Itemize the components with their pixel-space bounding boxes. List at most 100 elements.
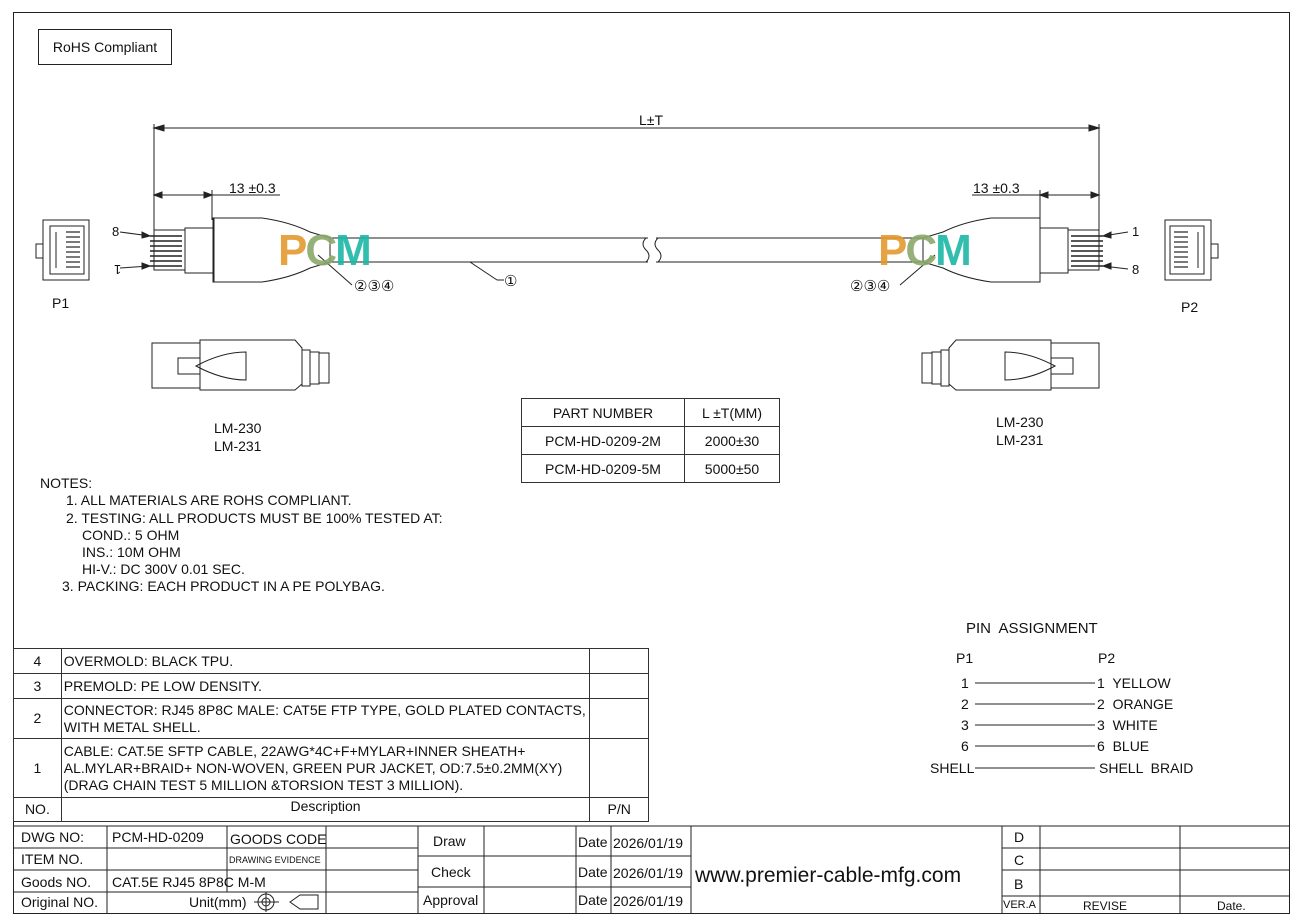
plug-p2-endview [1164,219,1219,281]
material-header-row: NO. Description P/N [13,797,649,822]
leader-left-parts [317,254,353,286]
watermark-c: C [905,226,937,275]
arrow-right [1088,124,1101,132]
material-desc: OVERMOLD: BLACK TPU. [60,648,591,674]
dwg-no-value: PCM-HD-0209 [112,829,204,845]
material-pn [589,738,649,798]
material-row: 2 CONNECTOR: RJ45 8P8C MALE: CAT5E FTP T… [13,698,649,739]
right-plug-dimension: 13 ±0.3 [973,180,1020,196]
latch-right-label-1: LM-230 [996,414,1044,430]
plug-p2-label: P2 [1181,299,1199,315]
revise-label: REVISE [1083,899,1128,913]
dim13-arrow-l2 [203,191,214,199]
part-table-row: PCM-HD-0209-5M 5000±50 [521,454,780,483]
version-label: VER.A [1003,899,1037,911]
pin-right: 2 ORANGE [1097,696,1174,712]
callout-cable: ① [504,273,518,290]
material-pn [589,698,649,739]
materials-table: 4 OVERMOLD: BLACK TPU. 3 PREMOLD: PE LOW… [13,648,649,822]
pin-left: SHELL [930,760,975,776]
note-line: COND.: 5 OHM [82,527,180,543]
cable-body [330,237,923,263]
note-line: 2. TESTING: ALL PRODUCTS MUST BE 100% TE… [66,510,443,526]
pin8-arrow-left [141,231,152,239]
rohs-badge: RoHS Compliant [38,29,172,65]
watermark-c: C [305,226,337,275]
approval-date: 2026/01/19 [613,893,684,909]
pcm-watermark-left: PCM [278,226,372,276]
material-desc: CONNECTOR: RJ45 8P8C MALE: CAT5E FTP TYP… [60,698,591,739]
part-number-cell: PCM-HD-0209-5M [521,454,685,483]
pin-assignment-title: PIN ASSIGNMENT [966,620,1098,637]
note-line: HI-V.: DC 300V 0.01 SEC. [82,561,245,577]
pcm-watermark-right: PCM [878,226,972,276]
material-desc: PREMOLD: PE LOW DENSITY. [60,673,591,699]
plug-p1-endview [35,219,90,281]
pin-left: 3 [961,717,969,733]
original-no-label: Original NO. [21,894,99,910]
pin1-arrow-left [141,262,152,270]
draw-date: 2026/01/19 [613,835,684,851]
material-no: 2 [13,698,62,739]
material-row: 4 OVERMOLD: BLACK TPU. [13,648,649,674]
material-header-no: NO. [13,797,62,822]
pin-assignment-p1-header: P1 [956,650,974,666]
leader-right-parts [899,254,936,286]
pin-right: 1 YELLOW [1097,675,1171,691]
part-number-header: PART NUMBER [521,398,685,427]
drawing-frame [13,12,1290,914]
part-number-cell: PCM-HD-0209-2M [521,426,685,455]
dim13-arrow-l1 [152,191,163,199]
material-pn [589,648,649,674]
length-header: L ±T(MM) [684,398,780,427]
revision-letter: B [1014,876,1024,892]
draw-label: Draw [433,833,466,849]
pin8-arrow-right [1101,262,1112,270]
pin-right: 6 BLUE [1097,738,1150,754]
date-label: Date [578,864,608,880]
pin-left: 2 [961,696,969,712]
unit-label: Unit(mm) [189,894,247,910]
watermark-m: M [335,226,372,275]
material-row: 1 CABLE: CAT.5E SFTP CABLE, 22AWG*4C+F+M… [13,738,649,798]
latch-view-right [921,339,1100,391]
material-no: 1 [13,738,62,798]
plug-p1-label: P1 [52,295,70,311]
length-cell: 2000±30 [684,426,780,455]
pin-label-right-top: 1 [1132,224,1140,239]
dwg-no-label: DWG NO: [21,829,84,845]
pin-assignment-lines [975,682,1095,769]
revision-letter: D [1014,829,1025,845]
material-header-desc: Description [60,797,591,822]
goods-no-value: CAT.5E RJ45 8P8C M-M [112,874,266,890]
part-table-row: PCM-HD-0209-2M 2000±30 [521,426,780,455]
arrow-left [152,124,165,132]
pin-right: SHELL BRAID [1099,760,1194,776]
pin-label-left-bottom: 1 [114,262,122,277]
projection-symbol [254,892,319,912]
note-line: 3. PACKING: EACH PRODUCT IN A PE POLYBAG… [62,578,385,594]
callout-right-parts: ②③④ [850,278,891,295]
material-no: 4 [13,648,62,674]
part-table-header: PART NUMBER L ±T(MM) [521,398,780,427]
material-no: 3 [13,673,62,699]
latch-left-label-2: LM-231 [214,438,262,454]
dim13-arrow-r2 [1090,191,1101,199]
company-website[interactable]: www.premier-cable-mfg.com [695,864,962,887]
note-line: 1. ALL MATERIALS ARE ROHS COMPLIANT. [66,492,352,508]
material-row: 3 PREMOLD: PE LOW DENSITY. [13,673,649,699]
goods-code-label: GOODS CODE [230,831,327,847]
material-header-pn: P/N [589,797,649,822]
pin-label-right-bottom: 8 [1132,262,1140,277]
overall-length-label: L±T [639,112,664,128]
notes-title: NOTES: [40,475,93,491]
drawing-evidence-label: DRAWING EVIDENCE [229,855,321,865]
material-pn [589,673,649,699]
approval-label: Approval [423,892,479,908]
latch-view-left [151,339,330,391]
pin-label-left-top: 8 [112,224,120,239]
left-plug-dimension: 13 ±0.3 [229,180,276,196]
revision-letter: C [1014,852,1025,868]
pin-left: 6 [961,738,969,754]
